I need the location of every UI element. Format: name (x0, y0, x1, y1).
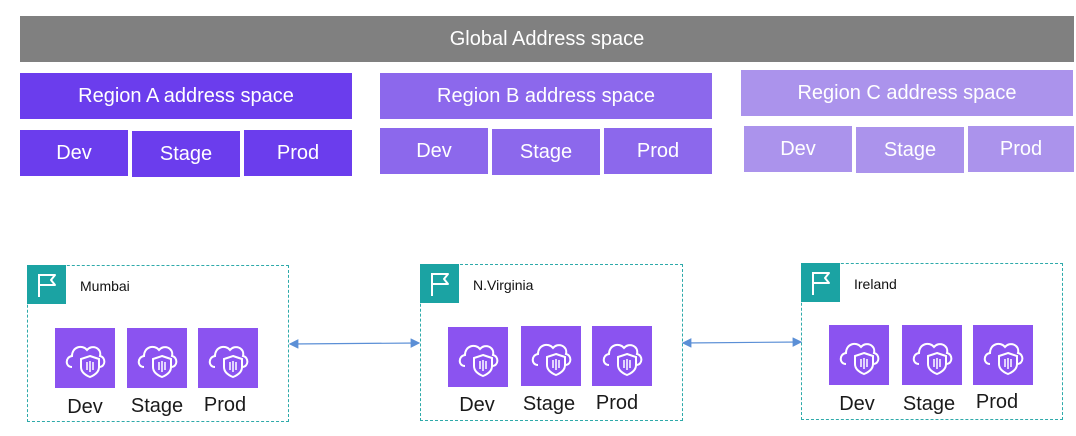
vpc-label-ireland-dev: Dev (839, 393, 875, 415)
region-c-address-bar: Region C address space (741, 70, 1073, 116)
vpc-cloud-shield-icon (592, 326, 652, 386)
vpc-label-ireland-stage: Stage (902, 393, 956, 415)
region-c-stage-label: Stage (883, 138, 937, 161)
region-a-prod-label: Prod (276, 141, 320, 164)
deployment-frame-nvirginia: N.Virginia (420, 264, 683, 421)
region-b-prod-label: Prod (636, 139, 680, 162)
region-name-mumbai: Mumbai (80, 278, 130, 294)
vpc-label-mumbai-dev: Dev (67, 396, 103, 418)
region-b-stage-block: Stage (492, 129, 600, 175)
vpc-label-nvirginia-stage: Stage (522, 393, 576, 415)
vpc-cloud-shield-icon (55, 328, 115, 388)
vpc-cloud-shield-icon (198, 328, 258, 388)
vpc-label-nvirginia-prod: Prod (595, 392, 639, 414)
region-name-nvirginia: N.Virginia (473, 277, 534, 293)
region-name-ireland: Ireland (854, 276, 897, 292)
region-a-dev-block: Dev (20, 130, 128, 176)
region-b-stage-label: Stage (519, 140, 573, 163)
global-address-space-label: Global Address space (449, 27, 645, 50)
region-b-dev-label: Dev (416, 139, 452, 162)
region-c-prod-label: Prod (999, 137, 1043, 160)
region-a-stage-block: Stage (132, 131, 240, 177)
region-c-prod-block: Prod (968, 126, 1074, 172)
region-c-dev-label: Dev (780, 137, 816, 160)
region-a-stage-label: Stage (159, 142, 213, 165)
vpc-label-ireland-prod: Prod (975, 391, 1019, 413)
flag-icon (420, 264, 459, 303)
vpc-cloud-shield-icon (127, 328, 187, 388)
vpc-cloud-shield-icon (829, 325, 889, 385)
deployment-frame-ireland: Ireland (801, 263, 1063, 420)
connector-nvirginia-ireland (681, 337, 803, 348)
region-a-dev-label: Dev (56, 141, 92, 164)
region-c-dev-block: Dev (744, 126, 852, 172)
global-address-space-bar: Global Address space (20, 16, 1074, 62)
region-b-dev-block: Dev (380, 128, 488, 174)
vpc-cloud-shield-icon (902, 325, 962, 385)
region-c-stage-block: Stage (856, 127, 964, 173)
vpc-cloud-shield-icon (448, 327, 508, 387)
flag-icon (27, 265, 66, 304)
connector-mumbai-nvirginia (288, 338, 421, 349)
vpc-cloud-shield-icon (521, 326, 581, 386)
deployment-frame-mumbai: Mumbai (27, 265, 289, 422)
vpc-cloud-shield-icon (973, 325, 1033, 385)
region-a-address-bar: Region A address space (20, 73, 352, 119)
region-b-prod-block: Prod (604, 128, 712, 174)
region-a-label: Region A address space (78, 84, 294, 107)
vpc-label-mumbai-prod: Prod (203, 394, 247, 416)
region-a-prod-block: Prod (244, 130, 352, 176)
region-b-label: Region B address space (437, 84, 655, 107)
vpc-label-nvirginia-dev: Dev (459, 394, 495, 416)
vpc-label-mumbai-stage: Stage (130, 395, 184, 417)
flag-icon (801, 263, 840, 302)
region-c-label: Region C address space (797, 81, 1017, 104)
region-b-address-bar: Region B address space (380, 73, 712, 119)
